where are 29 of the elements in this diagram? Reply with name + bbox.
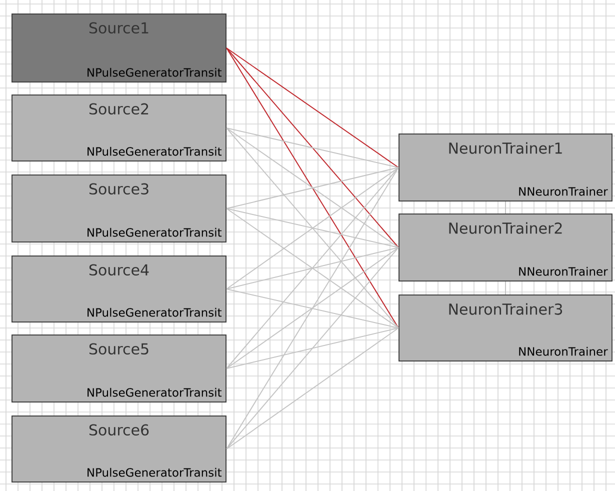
connector-line: [226, 48, 399, 168]
connector-line: [505, 281, 506, 295]
source-box: Source2 NPulseGeneratorTransit: [12, 94, 226, 162]
source-box: Source3 NPulseGeneratorTransit: [12, 174, 226, 242]
connector-line: [505, 201, 506, 214]
connector-line: [226, 128, 399, 168]
source-box: Source4 NPulseGeneratorTransit: [12, 256, 226, 322]
connector-line: [226, 328, 399, 369]
connector-line: [226, 247, 399, 450]
connector-line: [226, 167, 399, 450]
connector-line: [226, 48, 399, 248]
connector-line: [226, 48, 399, 328]
connector-line: [226, 247, 399, 369]
source-box: Source1 NPulseGeneratorTransit: [12, 14, 226, 82]
connector-line: [226, 128, 399, 328]
connector-line: [226, 247, 399, 290]
trainer-box: NeuronTrainer1 NNeuronTrainer: [398, 134, 612, 202]
connector-line: [226, 167, 399, 209]
trainer-box: NeuronTrainer3 NNeuronTrainer: [398, 294, 612, 362]
connector-line: [226, 167, 399, 290]
connector-line: [226, 328, 399, 450]
source-box: Source5 NPulseGeneratorTransit: [12, 334, 226, 402]
connector-line: [226, 128, 399, 248]
connector-line: [226, 208, 399, 328]
connector-line: [226, 167, 399, 369]
source-box: Source6 NPulseGeneratorTransit: [12, 416, 226, 482]
trainer-box: NeuronTrainer2 NNeuronTrainer: [398, 214, 612, 282]
connector-line: [226, 288, 399, 328]
connector-line: [226, 208, 399, 248]
